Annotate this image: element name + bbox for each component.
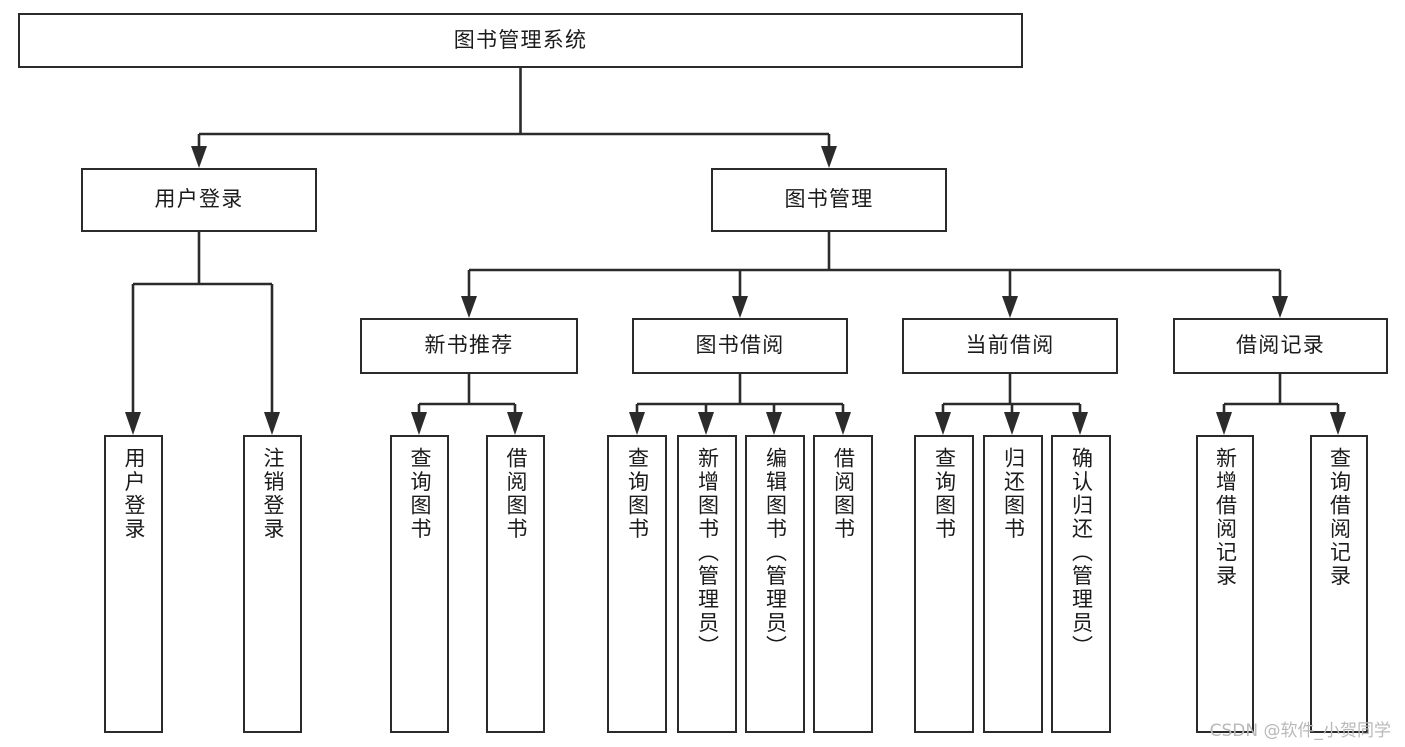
- node-leaf-query-book-2-label: 查询图书: [625, 447, 650, 542]
- node-leaf-borrow-book-2-label: 借阅图书: [831, 447, 856, 542]
- arrow-leaf-add-book: [698, 412, 714, 435]
- arrow-leaf-query-book-1: [411, 412, 427, 435]
- node-borrow-record-label: 借阅记录: [1235, 333, 1326, 358]
- arrow-leaf-query-book-3: [935, 412, 951, 435]
- node-leaf-add-record[interactable]: 新增借阅记录: [1196, 435, 1254, 733]
- node-leaf-query-record[interactable]: 查询借阅记录: [1310, 435, 1368, 733]
- arrow-leaf-query-book-2: [629, 412, 645, 435]
- arrow-leaf-logout: [264, 412, 280, 435]
- node-leaf-query-book-1-label: 查询图书: [408, 447, 432, 542]
- node-root-label: 图书管理系统: [453, 27, 588, 52]
- node-leaf-add-record-label: 新增借阅记录: [1213, 447, 1238, 589]
- node-leaf-query-book-3-label: 查询图书: [932, 447, 957, 542]
- arrow-new-book-recommend: [461, 296, 477, 318]
- node-leaf-edit-book[interactable]: 编辑图书（管理员）: [745, 435, 805, 733]
- arrow-to-user-login: [191, 146, 207, 168]
- node-leaf-add-book[interactable]: 新增图书（管理员）: [677, 435, 737, 733]
- node-new-book-recommend[interactable]: 新书推荐: [360, 318, 578, 374]
- node-leaf-query-book-1[interactable]: 查询图书: [390, 435, 449, 733]
- arrow-leaf-query-record: [1330, 412, 1346, 435]
- node-leaf-user-login[interactable]: 用户登录: [104, 435, 163, 733]
- arrow-leaf-user-login: [125, 412, 141, 435]
- arrow-leaf-add-record: [1216, 412, 1232, 435]
- node-leaf-logout-label: 注销登录: [261, 447, 285, 542]
- node-leaf-query-book-2[interactable]: 查询图书: [607, 435, 667, 733]
- arrow-to-book-management: [821, 146, 837, 168]
- arrow-leaf-confirm-return: [1072, 412, 1088, 435]
- node-leaf-borrow-book-1-label: 借阅图书: [504, 447, 528, 542]
- node-leaf-query-book-3[interactable]: 查询图书: [914, 435, 974, 733]
- arrow-leaf-borrow-book-1: [507, 412, 523, 435]
- node-book-borrow[interactable]: 图书借阅: [632, 318, 848, 374]
- arrow-leaf-edit-book: [766, 412, 782, 435]
- node-leaf-return-book[interactable]: 归还图书: [983, 435, 1043, 733]
- node-leaf-borrow-book-2[interactable]: 借阅图书: [813, 435, 873, 733]
- arrow-borrow-record: [1272, 296, 1288, 318]
- node-leaf-logout[interactable]: 注销登录: [243, 435, 302, 733]
- node-book-management-label: 图书管理: [784, 187, 874, 212]
- node-borrow-record[interactable]: 借阅记录: [1173, 318, 1388, 374]
- node-leaf-user-login-label: 用户登录: [122, 447, 146, 542]
- node-user-login[interactable]: 用户登录: [81, 168, 317, 232]
- node-leaf-confirm-return-label: 确认归还（管理员）: [1069, 447, 1094, 659]
- node-leaf-edit-book-label: 编辑图书（管理员）: [763, 447, 788, 659]
- node-current-borrow-label: 当前借阅: [965, 333, 1055, 358]
- node-book-management[interactable]: 图书管理: [711, 168, 947, 232]
- arrow-current-borrow: [1002, 296, 1018, 318]
- node-book-borrow-label: 图书借阅: [695, 333, 785, 358]
- node-user-login-label: 用户登录: [154, 187, 244, 212]
- arrow-leaf-return-book: [1004, 412, 1020, 435]
- node-leaf-add-book-label: 新增图书（管理员）: [695, 447, 720, 659]
- arrow-leaf-borrow-book-2: [835, 412, 851, 435]
- arrow-book-borrow: [732, 296, 748, 318]
- node-root[interactable]: 图书管理系统: [18, 13, 1023, 68]
- node-leaf-query-record-label: 查询借阅记录: [1327, 447, 1352, 589]
- node-current-borrow[interactable]: 当前借阅: [902, 318, 1118, 374]
- node-new-book-recommend-label: 新书推荐: [424, 333, 514, 358]
- node-leaf-return-book-label: 归还图书: [1001, 447, 1026, 542]
- node-leaf-borrow-book-1[interactable]: 借阅图书: [486, 435, 545, 733]
- node-leaf-confirm-return[interactable]: 确认归还（管理员）: [1051, 435, 1111, 733]
